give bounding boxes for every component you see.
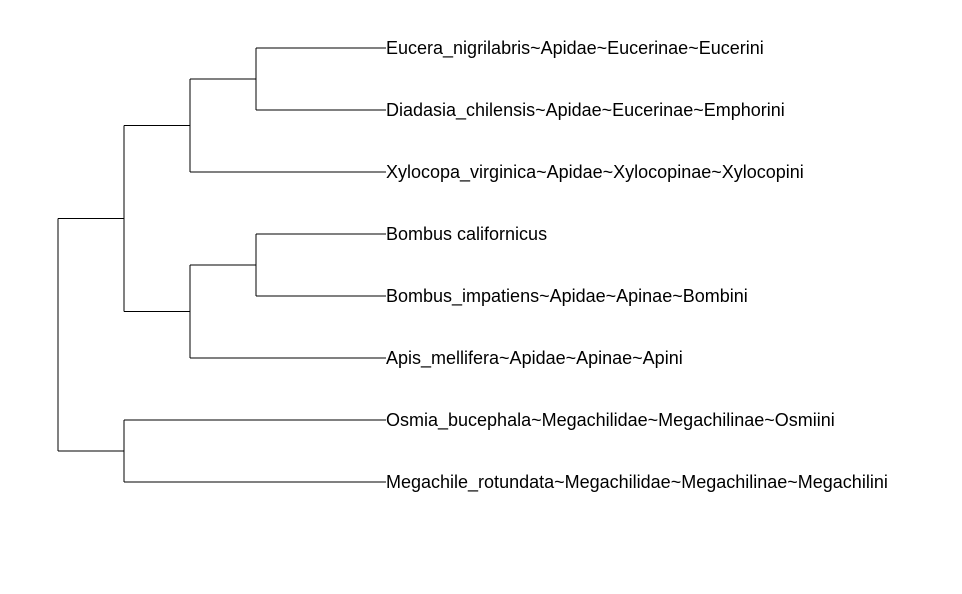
tree-branches	[57, 47, 386, 483]
tip-label: Bombus_impatiens~Apidae~Apinae~Bombini	[386, 286, 748, 307]
tip-label: Diadasia_chilensis~Apidae~Eucerinae~Emph…	[386, 100, 785, 121]
tip-label: Apis_mellifera~Apidae~Apinae~Apini	[386, 348, 683, 369]
tip-label: Xylocopa_virginica~Apidae~Xylocopinae~Xy…	[386, 162, 804, 183]
tip-label: Osmia_bucephala~Megachilidae~Megachilina…	[386, 410, 835, 431]
tip-label: Bombus californicus	[386, 224, 547, 244]
tip-labels: Eucera_nigrilabris~Apidae~Eucerinae~Euce…	[386, 38, 888, 493]
tip-label: Eucera_nigrilabris~Apidae~Eucerinae~Euce…	[386, 38, 764, 59]
tip-label: Megachile_rotundata~Megachilidae~Megachi…	[386, 472, 888, 493]
